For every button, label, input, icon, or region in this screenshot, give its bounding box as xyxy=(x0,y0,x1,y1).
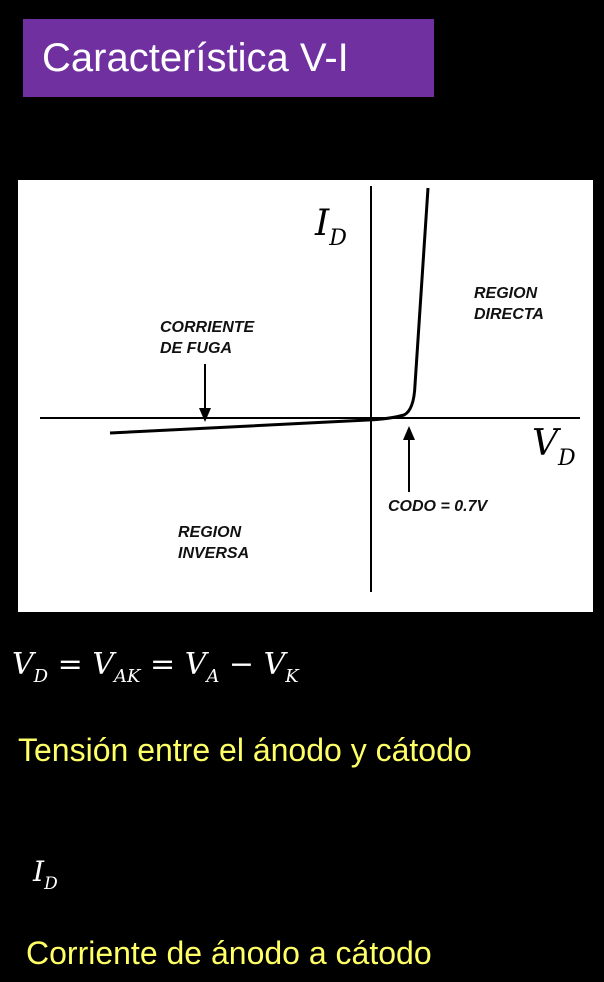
y-axis-label: ID xyxy=(315,203,347,251)
x-axis-label: VD xyxy=(532,423,576,471)
leakage-current-label: CORRIENTE DE FUGA xyxy=(160,319,255,357)
voltage-description: Tensión entre el ánodo y cátodo xyxy=(18,732,472,768)
current-description: Corriente de ánodo a cátodo xyxy=(26,935,432,971)
vi-characteristic-diagram: ID VD CORRIENTE DE FUGA REGION DIRECTA R… xyxy=(18,180,593,612)
current-symbol: ID xyxy=(33,855,58,894)
forward-region-label: REGION DIRECTA xyxy=(474,285,544,323)
reverse-region-label: REGION INVERSA xyxy=(178,524,250,562)
knee-arrow-head xyxy=(403,426,415,440)
knee-label: CODO = 0.7V xyxy=(388,498,488,515)
voltage-equation: VD = VAK = VA − VK xyxy=(12,647,299,687)
diagram-graphics xyxy=(40,186,580,592)
vi-curve xyxy=(109,187,430,435)
leakage-arrow-head xyxy=(199,408,211,422)
slide-title: Característica V-I xyxy=(23,19,434,97)
